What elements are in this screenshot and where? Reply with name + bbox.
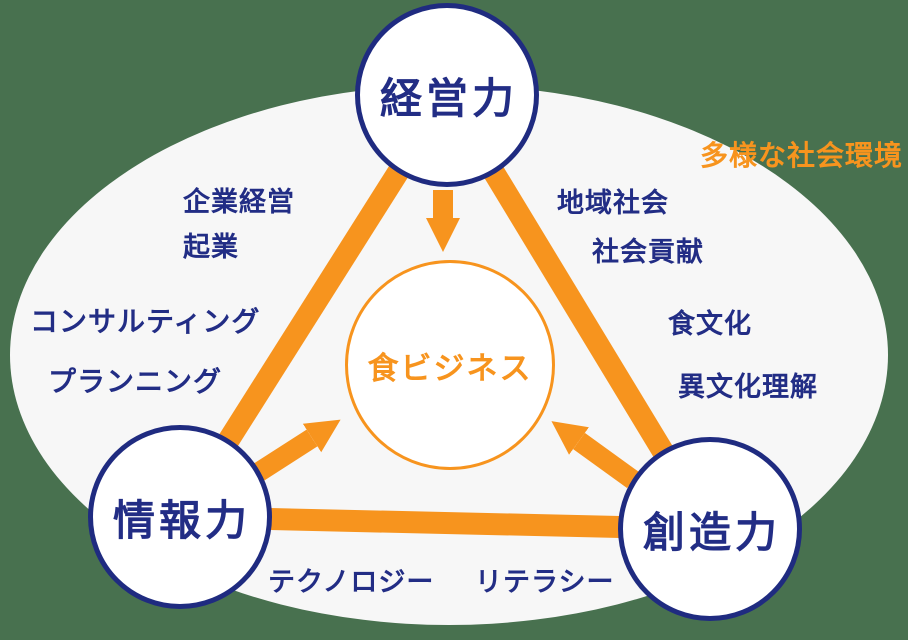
keyword-technology: テクノロジー bbox=[268, 567, 435, 597]
node-creativity-label: 創造力 bbox=[642, 508, 781, 556]
node-management-label: 経営力 bbox=[379, 74, 518, 122]
arrow-up-right-icon bbox=[250, 419, 341, 483]
keyword-cross-cultural-understanding: 異文化理解 bbox=[678, 372, 818, 402]
keyword-consulting: コンサルティング bbox=[30, 306, 261, 337]
node-food-business: 食ビジネス bbox=[345, 260, 555, 470]
keyword-food-culture: 食文化 bbox=[668, 309, 752, 339]
keyword-social-contribution: 社会貢献 bbox=[592, 237, 704, 267]
keyword-literacy: リテラシー bbox=[475, 567, 615, 597]
keyword-entrepreneurship: 起業 bbox=[183, 232, 239, 262]
keyword-local-community: 地域社会 bbox=[557, 188, 669, 218]
node-information-label: 情報力 bbox=[112, 496, 251, 544]
keyword-planning: プランニング bbox=[48, 366, 223, 397]
keyword-corporate-management: 企業経営 bbox=[183, 187, 295, 217]
arrow-up-left-icon bbox=[551, 421, 639, 489]
node-food-business-label: 食ビジネス bbox=[367, 350, 533, 386]
node-creativity: 創造力 bbox=[618, 437, 802, 621]
node-management: 経営力 bbox=[355, 3, 539, 187]
node-information: 情報力 bbox=[88, 425, 272, 609]
environment-label: 多様な社会環境 bbox=[700, 140, 904, 171]
